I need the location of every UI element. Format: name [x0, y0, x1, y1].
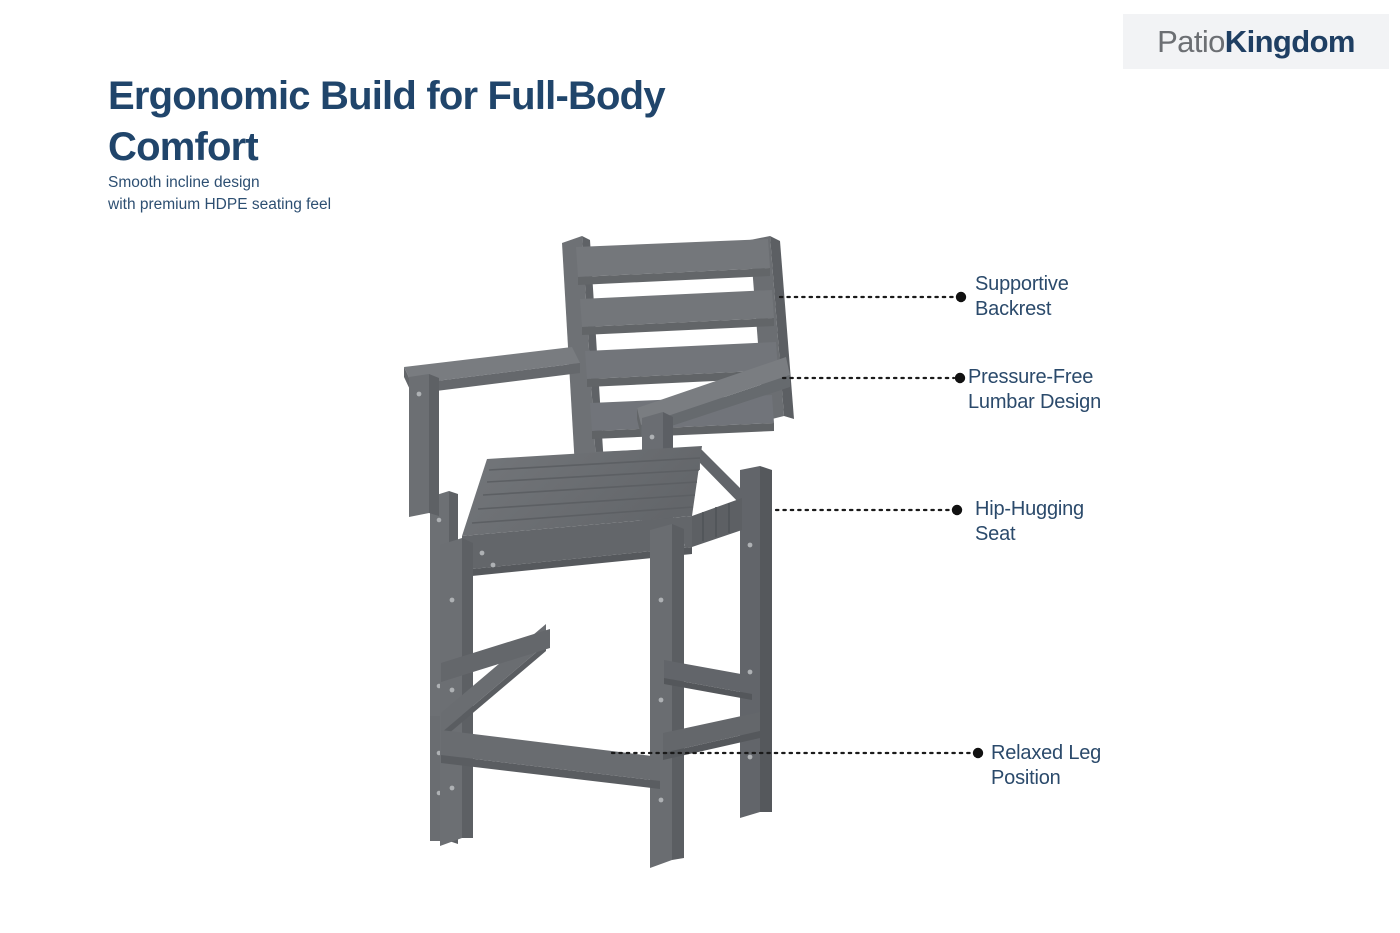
- callout-leader-3: [610, 747, 984, 759]
- callout-label-supportive-backrest: Supportive Backrest: [975, 273, 1069, 320]
- chair-group: [404, 236, 794, 868]
- chair-seat: [462, 446, 742, 577]
- chair-rear-cross-rail: [441, 629, 550, 682]
- chair-footrest-front: [441, 730, 660, 789]
- brand-name-light: Patio: [1157, 23, 1225, 59]
- callout-dot-0: [955, 291, 967, 303]
- page-title: Ergonomic Build for Full-Body Comfort: [108, 73, 666, 169]
- callout-dot-2: [951, 504, 963, 516]
- callout-leader-2: [774, 504, 963, 516]
- callout-label-pressure-free-lumbar-design: Pressure-Free Lumbar Design: [968, 366, 1102, 413]
- callout-dot-1: [954, 372, 966, 384]
- callout-leader-1: [781, 372, 966, 384]
- callout-label-relaxed-leg-position: Relaxed Leg Position: [991, 742, 1102, 789]
- chair-front-right-leg: [650, 524, 684, 868]
- callout-label-hip-hugging-seat: Hip-Hugging Seat: [975, 498, 1084, 545]
- page-subtitle: Smooth incline design with premium HDPE …: [108, 173, 332, 213]
- callout-leaders: [610, 291, 984, 759]
- brand-logo-text: PatioKingdom: [1157, 24, 1355, 60]
- chair-left-armrest: [404, 347, 580, 517]
- brand-logo: PatioKingdom: [1123, 14, 1389, 69]
- brand-name-bold: Kingdom: [1224, 23, 1356, 59]
- chair-right-upper-stretcher: [664, 660, 752, 700]
- callout-leader-0: [778, 291, 967, 303]
- callout-dot-3: [972, 747, 984, 759]
- chair-backrest: [562, 236, 794, 476]
- chair-rear-right-leg: [740, 466, 772, 818]
